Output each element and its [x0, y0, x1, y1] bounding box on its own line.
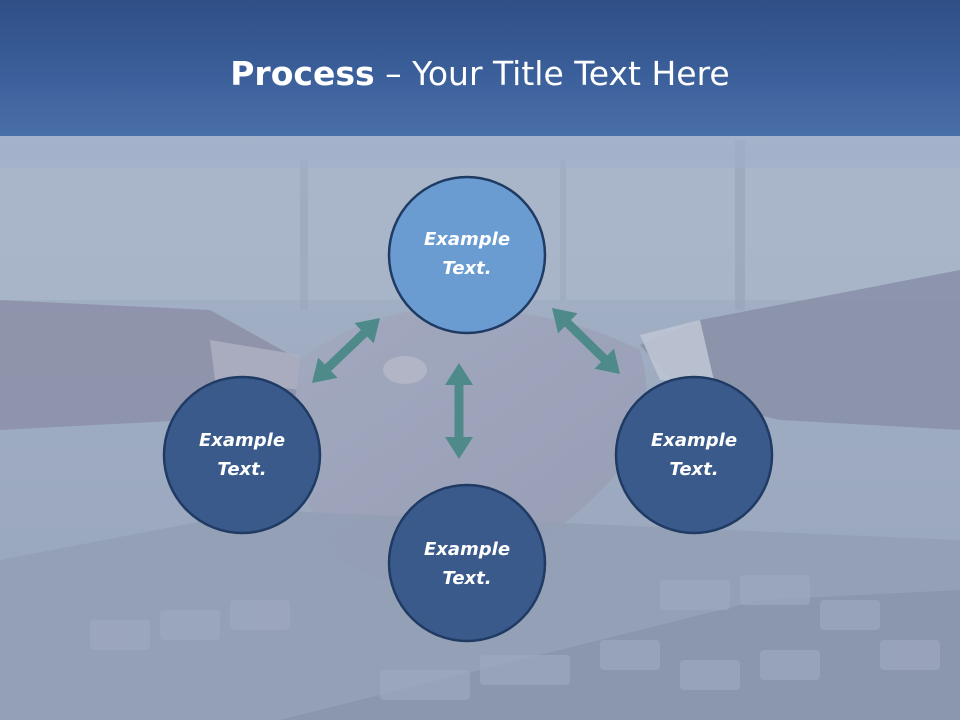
- node-bottom-line1: Example: [423, 539, 511, 560]
- title-rest: Your Title Text Here: [412, 54, 730, 93]
- node-top-label: Example Text.: [392, 225, 542, 283]
- node-left-line1: Example: [198, 430, 286, 451]
- node-left-circle: [162, 375, 322, 535]
- diagram-nodes: [162, 175, 774, 643]
- node-bottom-circle: [387, 483, 547, 643]
- title-strip: [0, 136, 960, 168]
- node-right-label: Example Text.: [619, 426, 769, 484]
- title-dash: –: [374, 54, 413, 93]
- node-right-line1: Example: [650, 430, 738, 451]
- node-top-line1: Example: [423, 229, 511, 250]
- node-left-line2: Text.: [217, 459, 267, 480]
- arrow-top-bottom: [445, 363, 473, 459]
- node-right-line2: Text.: [669, 459, 719, 480]
- slide-title: Process – Your Title Text Here: [0, 54, 960, 94]
- connector-arrows: [312, 308, 620, 459]
- arrow-top-left: [312, 318, 380, 383]
- node-left-label: Example Text.: [167, 426, 317, 484]
- node-bottom-line2: Text.: [442, 568, 492, 589]
- title-bar: [0, 0, 960, 136]
- arrow-top-right: [552, 308, 620, 374]
- node-top-line2: Text.: [442, 258, 492, 279]
- node-bottom-label: Example Text.: [392, 535, 542, 593]
- node-right-circle: [614, 375, 774, 535]
- node-top-circle: [387, 175, 547, 335]
- title-bold-part: Process: [230, 54, 375, 93]
